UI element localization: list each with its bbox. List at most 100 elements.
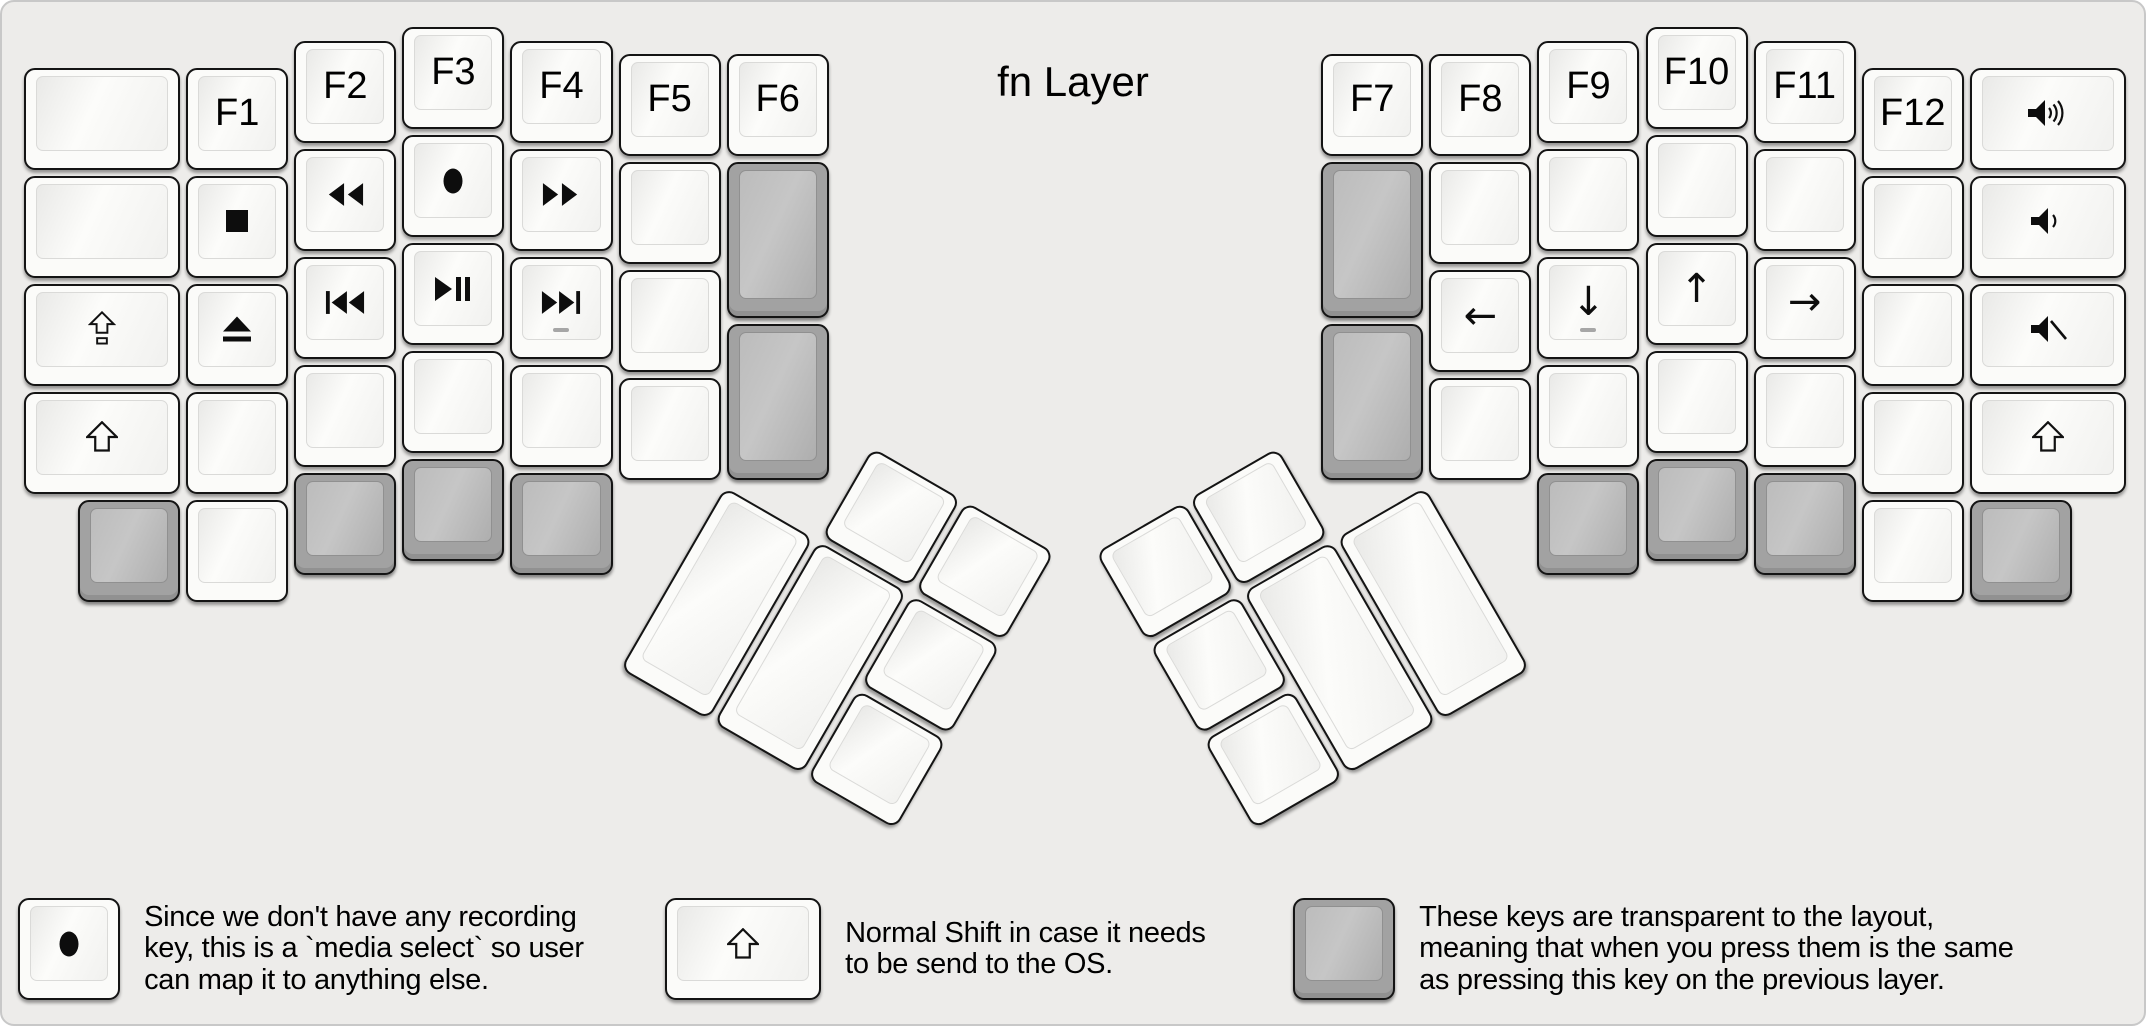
key-label: F4 xyxy=(539,64,584,107)
key-label: F1 xyxy=(215,91,260,134)
key-f8: F8 xyxy=(1429,54,1532,157)
keycap-top xyxy=(1657,359,1736,435)
key-transparent xyxy=(1645,459,1748,562)
key-blank xyxy=(294,364,397,467)
key-blank xyxy=(618,162,721,265)
keycap-top: F4 xyxy=(522,48,601,124)
key-f5: F5 xyxy=(618,54,721,157)
keycap-top xyxy=(414,143,493,219)
shift-icon xyxy=(86,421,119,453)
layer-title: fn Layer xyxy=(997,58,1149,105)
rewind-icon xyxy=(329,182,364,206)
key-blank xyxy=(1645,351,1748,454)
key-label: F3 xyxy=(431,51,476,94)
key-blank xyxy=(1537,364,1640,467)
fast-forward-icon xyxy=(543,182,578,206)
record-icon xyxy=(443,168,463,194)
key-stop xyxy=(186,175,289,278)
keycap-top xyxy=(677,906,810,982)
keycap-top xyxy=(306,156,385,232)
key-shift xyxy=(24,391,181,494)
key-arrow-down: ↓ xyxy=(1537,256,1640,359)
key-label: F2 xyxy=(323,64,368,107)
legend-key-shift xyxy=(665,898,822,1001)
keycap-top xyxy=(36,183,169,259)
keycap-top xyxy=(934,514,1041,620)
key-f3: F3 xyxy=(402,27,505,130)
keycap-top: F6 xyxy=(738,62,817,138)
keycap-top xyxy=(198,399,277,475)
volume-down-icon xyxy=(2030,208,2057,235)
keycap-top xyxy=(522,156,601,232)
eject-icon xyxy=(223,316,252,342)
key-blank xyxy=(510,364,613,467)
keycap-top xyxy=(1765,480,1844,556)
next-track-icon xyxy=(542,290,581,314)
legend-key-record xyxy=(18,898,121,1001)
keycap-top: F7 xyxy=(1333,62,1412,138)
keycap-top xyxy=(1981,291,2114,367)
key-blank xyxy=(618,270,721,373)
keycap-top: F10 xyxy=(1657,35,1736,111)
key-rewind xyxy=(294,148,397,251)
keycap-top xyxy=(36,291,169,367)
keycap-top xyxy=(1765,372,1844,448)
stop-icon xyxy=(226,210,249,233)
keycap-top: F2 xyxy=(306,48,385,124)
keycap-top xyxy=(630,278,709,354)
keycap-top xyxy=(414,359,493,435)
key-blank xyxy=(1429,162,1532,265)
keycap-top xyxy=(1873,291,1952,367)
key-transparent xyxy=(402,459,505,562)
keycap-top xyxy=(522,372,601,448)
keycap-top: ↓ xyxy=(1549,264,1628,340)
record-icon xyxy=(59,931,79,957)
keycap-top: F1 xyxy=(198,75,277,151)
keycap-top xyxy=(1873,507,1952,584)
keycap-top xyxy=(880,608,986,713)
keycap-top xyxy=(1549,480,1628,556)
key-f9: F9 xyxy=(1537,40,1640,143)
keycap-top xyxy=(1333,332,1412,462)
keycap-top xyxy=(1333,170,1412,300)
keycap-top xyxy=(630,386,709,462)
key-blank xyxy=(1753,148,1856,251)
key-volume-up xyxy=(1969,67,2126,170)
key-f10: F10 xyxy=(1645,27,1748,130)
keycap-top xyxy=(30,906,109,982)
key-blank xyxy=(402,351,505,454)
legend-text: These keys are transparent to the layout… xyxy=(1419,900,2014,996)
key-blank xyxy=(618,378,721,481)
keycap-top xyxy=(36,399,169,475)
keycap-top xyxy=(1203,460,1309,565)
key-f4: F4 xyxy=(510,40,613,143)
key-transparent xyxy=(1753,472,1856,575)
key-volume-down xyxy=(1969,175,2126,278)
key-f11: F11 xyxy=(1753,40,1856,143)
legend-key-transparent xyxy=(1293,898,1396,1001)
keycap-top xyxy=(1765,156,1844,232)
key-blank xyxy=(1537,148,1640,251)
keycap-top xyxy=(1549,156,1628,232)
key-caps-lock xyxy=(24,283,181,386)
key-label: F9 xyxy=(1566,64,1611,107)
key-record xyxy=(402,135,505,238)
keycap-top xyxy=(841,460,947,565)
keycap-top: ← xyxy=(1441,278,1520,354)
arrow-up-icon: ↑ xyxy=(1679,265,1714,312)
key-mute xyxy=(1969,283,2126,386)
key-label: F12 xyxy=(1879,91,1946,134)
key-f7: F7 xyxy=(1321,54,1424,157)
keycap-top xyxy=(1217,702,1324,807)
keycap-top xyxy=(198,291,277,367)
keycap-top xyxy=(1981,183,2114,259)
keycap-top xyxy=(1549,372,1628,448)
keycap-top xyxy=(1981,507,2060,584)
legend-item: These keys are transparent to the layout… xyxy=(1293,898,2014,1001)
keycap-top xyxy=(1657,143,1736,219)
key-prev-track xyxy=(294,256,397,359)
keycap-top xyxy=(1441,170,1520,246)
homing-bar xyxy=(1580,327,1597,332)
